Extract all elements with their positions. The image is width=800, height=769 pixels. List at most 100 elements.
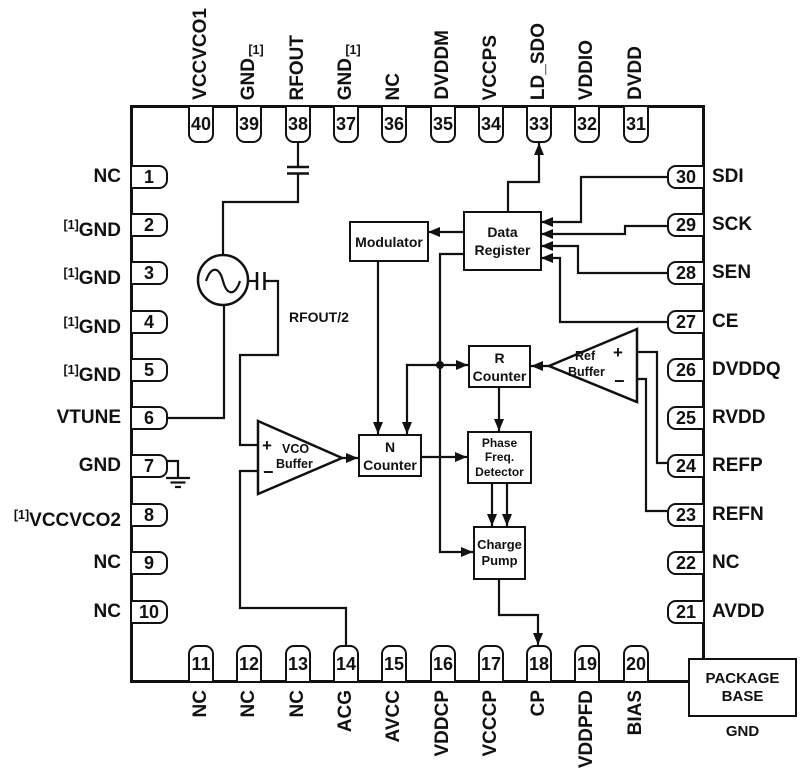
pin-label-text: DVDD [625, 46, 646, 100]
wires [166, 141, 669, 648]
pin-label-20: BIAS [596, 690, 676, 768]
pin-number: 32 [576, 113, 598, 134]
block-charge-pump: Charge Pump [473, 526, 526, 580]
pin-label-27: CE [712, 309, 798, 335]
vco-buffer-label1: VCO [282, 442, 309, 456]
pin-box-9: 9 [130, 551, 168, 575]
pin-label-text: GND [78, 220, 121, 241]
pin-label-2: [1]GND [0, 212, 124, 241]
pin-box-39: 39 [236, 105, 262, 143]
pin-box-35: 35 [430, 105, 456, 143]
pin-box-26: 26 [667, 358, 705, 382]
pin-number: 20 [625, 653, 647, 674]
pin-label-sup: [1] [63, 363, 79, 377]
block-phase-freq-detector: Phase Freq. Detector [467, 431, 532, 484]
chip-outline [130, 105, 705, 683]
block-label: Pump [481, 553, 518, 568]
package-base: PACKAGE BASE [688, 658, 797, 717]
pin-box-18: 18 [526, 645, 552, 683]
pin-box-6: 6 [130, 406, 168, 430]
block-label: Phase [481, 435, 518, 450]
pin-box-13: 13 [285, 645, 311, 683]
pin-label-sup: [1] [63, 218, 79, 232]
pin-number: 9 [143, 552, 154, 573]
block-modulator: Modulator [349, 221, 429, 262]
pin-number: 3 [143, 262, 154, 283]
pin-number: 26 [675, 359, 697, 380]
capacitor-icon [287, 165, 309, 175]
pin-number: 11 [191, 653, 211, 674]
pin-box-20: 20 [623, 645, 649, 683]
pin-box-15: 15 [381, 645, 407, 683]
pin-number: 15 [383, 653, 405, 674]
pin-label-25: RVDD [712, 405, 798, 431]
pin-label-text: AVCC [383, 690, 404, 743]
pin-number: 25 [675, 407, 697, 428]
wire-refp [635, 350, 668, 465]
block-label: Data [487, 224, 518, 240]
pin-number: 7 [143, 455, 154, 476]
pin-label-text: GND [78, 268, 121, 289]
block-label: N [384, 438, 396, 455]
pin-label-text: VDDIO [576, 39, 597, 100]
pin-label-text: NC [93, 601, 121, 622]
pin-label-text: GND [78, 455, 121, 476]
ground-icon [166, 476, 190, 489]
capacitor2-icon [255, 272, 266, 290]
pin-label-text: AVDD [712, 601, 765, 622]
pin-box-4: 4 [130, 310, 168, 334]
pin-number: 39 [238, 113, 260, 134]
block-label: Freq. [484, 450, 515, 465]
wire-vcobuf-acg [238, 469, 348, 648]
pin-label-text: CE [712, 311, 739, 332]
pin-label-text: RVDD [712, 407, 766, 428]
vco-buffer: + − VCO Buffer [256, 419, 346, 496]
pin-number: 40 [190, 113, 212, 134]
pin-box-11: 11 [188, 645, 214, 683]
oscillator-icon [196, 253, 250, 307]
wire-vtune-osc [166, 303, 226, 420]
pin-label-3: [1]GND [0, 260, 124, 289]
pin-box-36: 36 [381, 105, 407, 143]
pin-box-10: 10 [130, 600, 168, 624]
block-label: Register [474, 242, 531, 258]
pin-number: 37 [335, 113, 357, 134]
pin-label-26: DVDDQ [712, 357, 798, 383]
pin-label-4: [1]GND [0, 309, 124, 338]
pin-box-7: 7 [130, 454, 168, 478]
block-label: Counter [363, 456, 417, 473]
pin-number: 33 [528, 113, 550, 134]
wire-ce [540, 253, 669, 324]
pin-label-text: DVDDQ [712, 359, 781, 380]
pin-number: 2 [143, 214, 154, 235]
pin-label-31: DVDD [596, 2, 676, 100]
package-base-label2: BASE [721, 687, 764, 705]
wire-sdi [540, 175, 669, 227]
block-label: Modulator [355, 233, 423, 250]
pin-label-9: NC [0, 550, 124, 576]
pin-number: 14 [335, 653, 357, 674]
pin-box-29: 29 [667, 213, 705, 237]
block-n-counter: N Counter [358, 434, 422, 477]
pin-label-6: VTUNE [0, 405, 124, 431]
pin-number: 5 [143, 359, 154, 380]
pin-label-23: REFN [712, 502, 798, 528]
pin-label-28: SEN [712, 260, 798, 286]
block-r-counter: R Counter [468, 345, 531, 388]
pin-box-32: 32 [574, 105, 600, 143]
pin-number: 27 [675, 311, 697, 332]
pin-label-sup: [1] [13, 508, 30, 522]
wire-cp-pin18 [497, 577, 543, 646]
pin-box-19: 19 [574, 645, 600, 683]
pin-number: 28 [675, 262, 697, 283]
block-label: Charge [477, 537, 522, 552]
pin-number: 36 [383, 113, 405, 134]
pin-box-22: 22 [667, 551, 705, 575]
pin-number: 34 [480, 113, 502, 134]
pin-label-text: NC [93, 552, 121, 573]
pin-number: 16 [432, 653, 454, 674]
pin-box-27: 27 [667, 310, 705, 334]
pin-box-24: 24 [667, 454, 705, 478]
pin-box-25: 25 [667, 406, 705, 430]
